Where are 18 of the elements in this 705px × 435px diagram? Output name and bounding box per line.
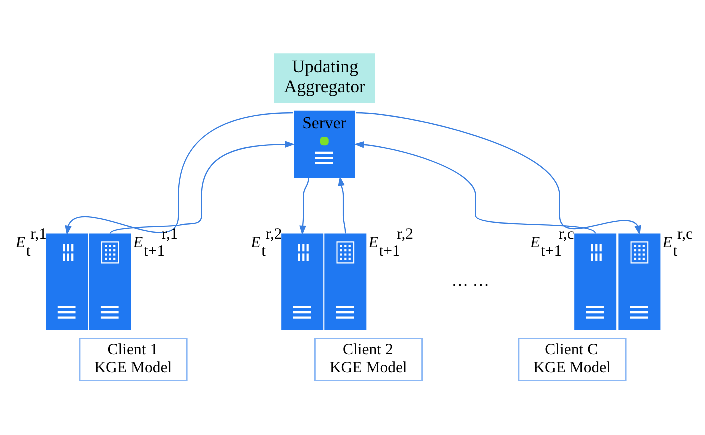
arrow: [338, 176, 346, 234]
node-box: Client 1 KGE Model: [78, 338, 188, 382]
arrow: [64, 112, 293, 236]
arrow: [354, 142, 596, 234]
node-picture: [574, 234, 616, 330]
node-picture: [324, 234, 366, 330]
label: … …: [451, 271, 490, 290]
arrow: [109, 141, 294, 234]
node-picture: [281, 234, 324, 330]
node-box: Updating Aggregator: [274, 54, 375, 104]
node-box: Server: [294, 110, 355, 178]
node-box: Client C KGE Model: [518, 338, 626, 382]
node-picture: [618, 234, 660, 330]
node-picture: [88, 234, 131, 330]
node-box: Client 2 KGE Model: [314, 338, 423, 382]
arrow: [299, 178, 309, 236]
node-picture: [46, 234, 88, 330]
arrow: [356, 112, 641, 236]
